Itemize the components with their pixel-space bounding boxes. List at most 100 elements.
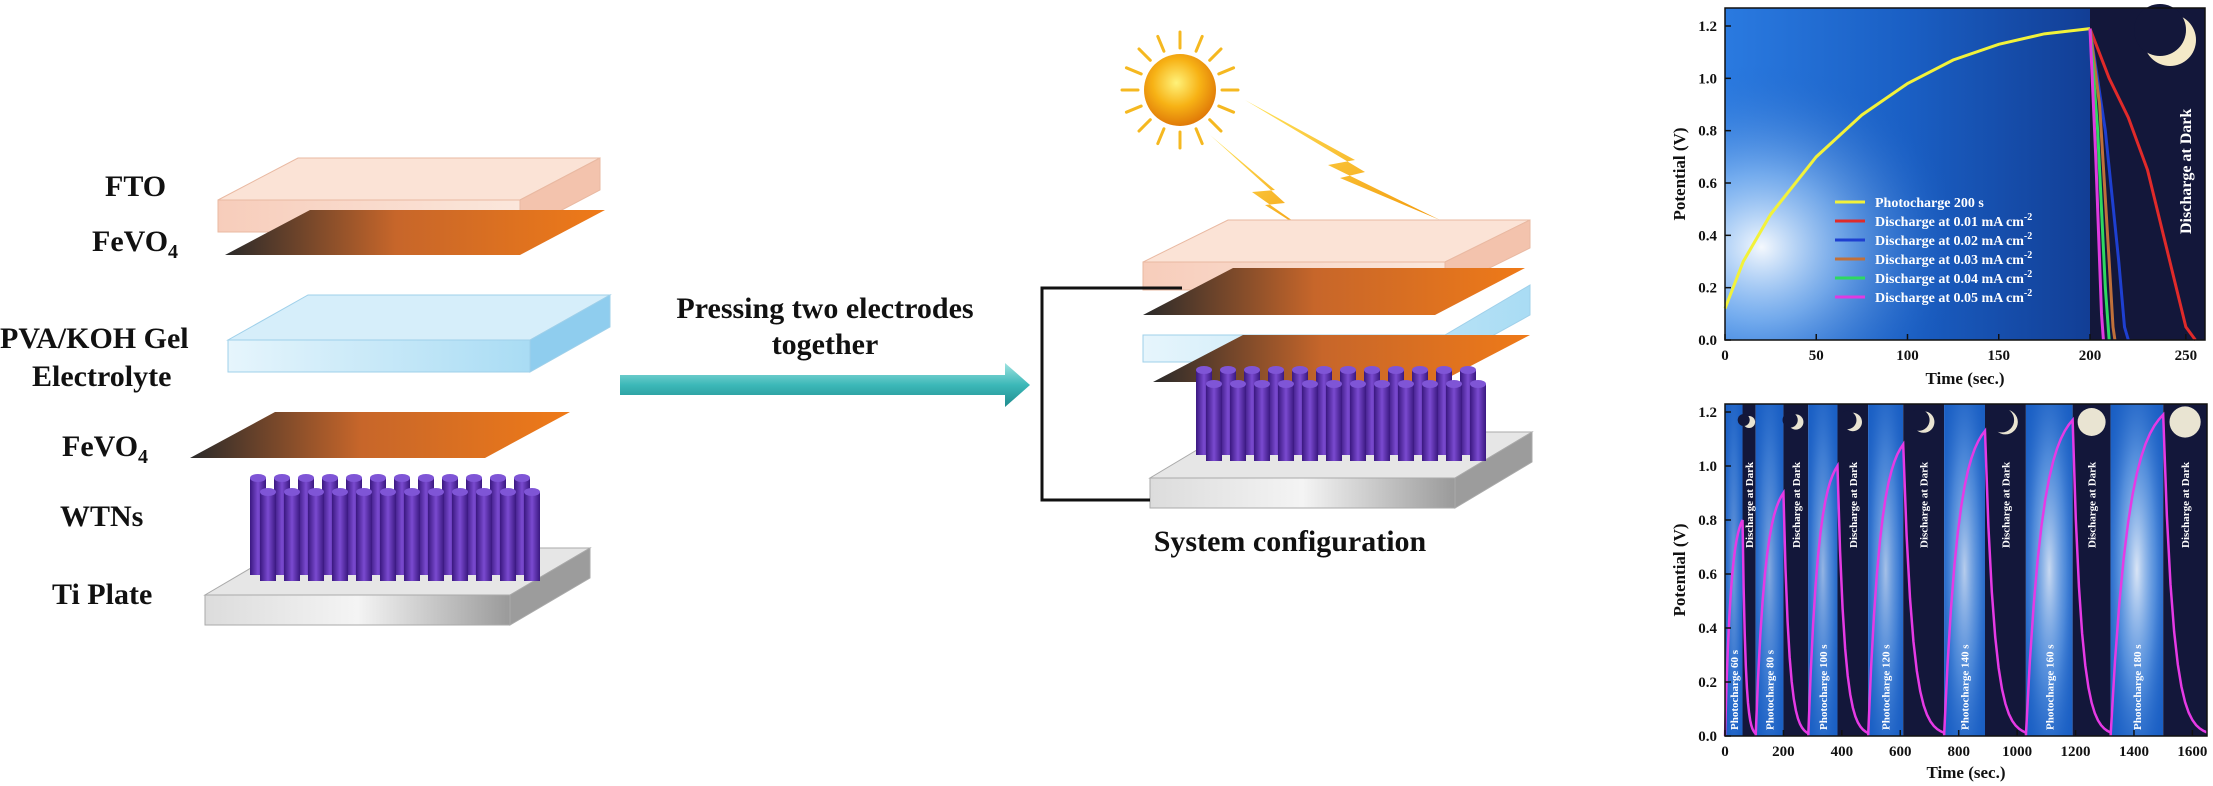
nanotube-rod — [1446, 384, 1462, 461]
moon-icon — [1838, 410, 1863, 432]
nanotube-top — [1292, 366, 1308, 374]
moon-icon — [1989, 407, 2018, 435]
legend-entry-sup-4: -2 — [2024, 269, 2032, 280]
nanotube-top — [1206, 380, 1222, 388]
sun-ray — [1156, 34, 1166, 53]
moon-icon — [2077, 408, 2106, 436]
x-tick-label: 600 — [1889, 744, 1912, 760]
sun-ray — [1124, 66, 1143, 76]
exploded-layer-stack — [190, 157, 612, 626]
sun-ray — [1208, 118, 1223, 133]
sunlight-glow-1 — [1755, 404, 1784, 736]
x-axis-label: Time (sec.) — [1926, 369, 2005, 388]
nanotube-rod — [1326, 384, 1342, 461]
sunlight-glow-5 — [2025, 404, 2073, 736]
cycle-curve-3 — [1866, 440, 1945, 737]
system-configuration-caption: System configuration — [1153, 525, 1427, 558]
moon-icon — [2169, 406, 2201, 438]
nanotube-top — [1220, 366, 1236, 374]
charge-label-4: Photocharge 140 s — [1960, 644, 1972, 730]
charge-label-5: Photocharge 160 s — [2044, 644, 2056, 730]
dark-panel-1 — [1783, 404, 1809, 736]
cycle-curve-0 — [1723, 519, 1757, 737]
dark-label-2: Discharge at Dark — [1848, 461, 1860, 548]
sun-ray — [1194, 127, 1204, 146]
x-tick-label: 800 — [1947, 744, 1970, 760]
plot-frame — [1724, 7, 2206, 341]
x-tick-label: 1200 — [2061, 744, 2091, 760]
sunlight-glow-3 — [1868, 404, 1904, 736]
series-line-5 — [2088, 28, 2105, 341]
nanotube-top — [346, 474, 362, 482]
nanotube-top — [332, 488, 348, 496]
nanotube-top — [322, 474, 338, 482]
y-tick-label: 0.4 — [1698, 228, 1717, 244]
label-fevo4-bottom-subscript: 4 — [138, 446, 149, 468]
sun-ray — [1217, 66, 1236, 76]
nanotube-top — [1388, 366, 1404, 374]
moon-icon — [1737, 414, 1756, 428]
nanotube-top — [1364, 366, 1380, 374]
nanotube-top — [380, 488, 396, 496]
moon-icon — [1782, 412, 1804, 430]
series-line-1 — [2088, 28, 2197, 341]
nanotube-top — [428, 488, 444, 496]
cycle-curve-5 — [2024, 416, 2112, 737]
nanotube-top — [1422, 380, 1438, 388]
nanotube-rod — [1254, 384, 1270, 461]
x-tick-label: 1400 — [2119, 744, 2149, 760]
x-tick-label: 150 — [1988, 348, 2011, 364]
sun-ray — [1156, 127, 1166, 146]
sun-ray — [1217, 104, 1236, 114]
label-ti-plate: Ti Plate — [52, 578, 153, 611]
nanotube-top — [1230, 380, 1246, 388]
x-tick-label: 0 — [1721, 744, 1729, 760]
charge-label-3: Photocharge 120 s — [1881, 644, 1893, 730]
cycle-curve-1 — [1754, 488, 1809, 737]
dark-label-5: Discharge at Dark — [2087, 461, 2099, 548]
nanotube-top — [1326, 380, 1342, 388]
legend-entry-sup-3: -2 — [2024, 250, 2032, 261]
nanotube-rod — [452, 492, 468, 581]
dark-label-3: Discharge at Dark — [1919, 461, 1931, 548]
sun-ray — [1137, 118, 1152, 133]
x-tick-label: 50 — [1809, 348, 1824, 364]
x-tick-label: 200 — [2079, 348, 2102, 364]
assembled-device — [1040, 30, 1534, 509]
nanotube-top — [1244, 366, 1260, 374]
nanotube-top — [1254, 380, 1270, 388]
nanotube-rod — [356, 492, 372, 581]
nanotube-rod — [404, 492, 420, 581]
dark-label: Discharge at Dark — [2178, 109, 2195, 234]
charge-label-2: Photocharge 100 s — [1818, 644, 1830, 730]
nanotube-top — [1278, 380, 1294, 388]
y-tick-label: 0.0 — [1698, 333, 1717, 349]
nanotube-top — [1340, 366, 1356, 374]
nanotube-rod — [1398, 384, 1414, 461]
gel-electrolyte-layer — [226, 294, 612, 373]
series-line-2 — [2088, 28, 2130, 341]
nanotube-top — [274, 474, 290, 482]
sun-ray — [1208, 47, 1223, 62]
nanotube-top — [418, 474, 434, 482]
series-line-3 — [2088, 28, 2117, 341]
label-fevo4-top-text: FeVO — [92, 225, 169, 258]
y-tick-label: 0.0 — [1698, 729, 1717, 745]
nanotube-top — [1268, 366, 1284, 374]
wtns-nanotube-array — [1196, 366, 1486, 461]
legend-entry-5: Discharge at 0.05 mA cm-2 — [1875, 288, 2032, 306]
nanotube-top — [1446, 380, 1462, 388]
label-fevo4-top: FeVO4 — [92, 225, 178, 264]
charge-label-1: Photocharge 80 s — [1765, 649, 1777, 730]
nanotube-rod — [1422, 384, 1438, 461]
nanotube-top — [500, 488, 516, 496]
nanotube-top — [442, 474, 458, 482]
moon-icon — [2134, 4, 2196, 66]
nanotube-top — [490, 474, 506, 482]
nanotube-top — [1436, 366, 1452, 374]
nanotube-top — [466, 474, 482, 482]
nanotube-rod — [428, 492, 444, 581]
legend-entry-sup-5: -2 — [2024, 288, 2032, 299]
label-gel-line1: PVA/KOH Gel — [0, 322, 189, 355]
nanotube-top — [284, 488, 300, 496]
